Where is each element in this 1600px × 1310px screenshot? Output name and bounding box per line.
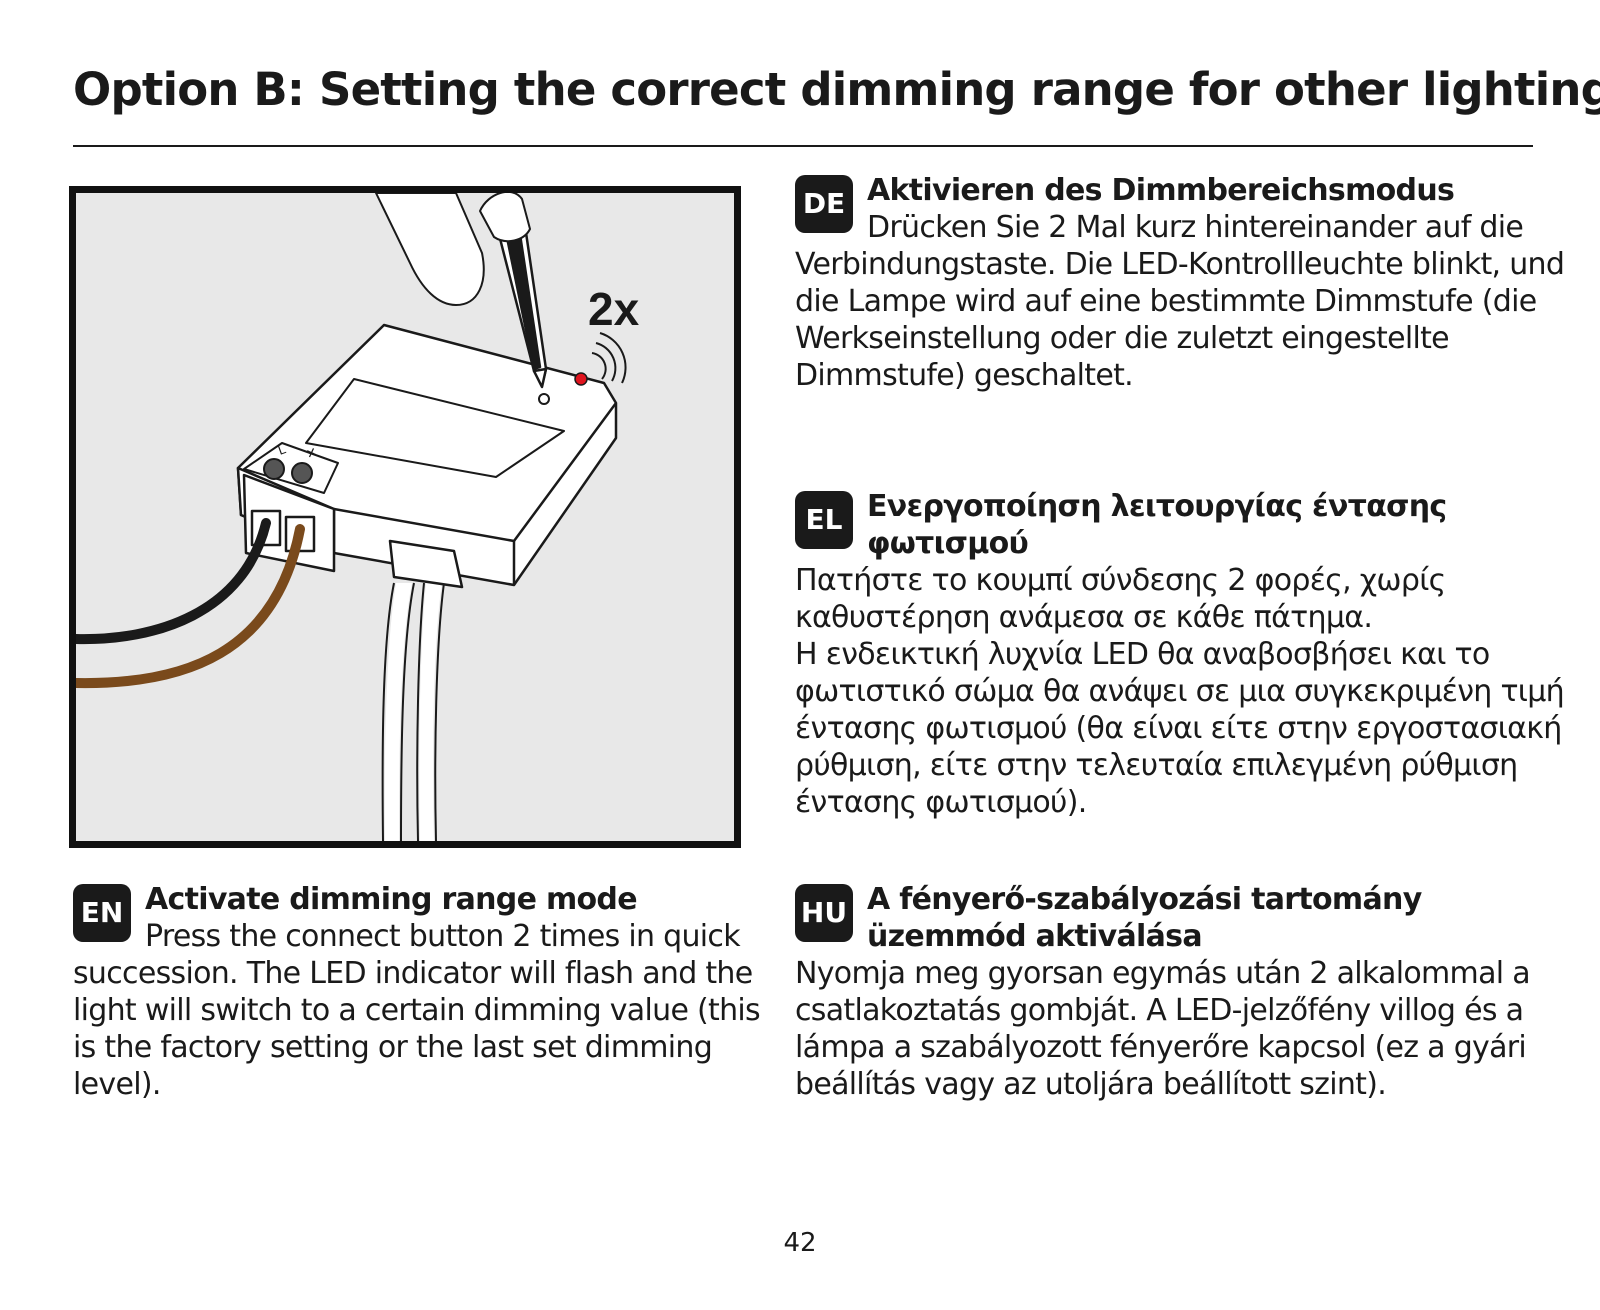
device-illustration: L ✕ 2x [69,186,741,848]
section-heading-en: Activate dimming range mode [145,882,638,917]
language-badge-el: EL [795,491,853,549]
section-en: EN Activate dimming range mode Press the… [73,881,773,1103]
terminal-label-l: L [276,441,288,458]
section-body-hu: Nyomja meg gyorsan egymás után 2 alkalom… [795,956,1531,1102]
section-heading-el: Ενεργοποίηση λειτουργίας έντασης φωτισμο… [867,489,1447,561]
brown-wire [76,524,305,689]
terminal-screws [263,458,313,484]
section-body-el-1: Πατήστε το κουμπί σύνδεσης 2 φορές, χωρί… [795,563,1446,635]
page-title: Option B: Setting the correct dimming ra… [73,63,1600,116]
dimmer-module [236,323,618,589]
signal-waves [591,332,627,384]
section-de: DE Aktivieren des Dimmbereichsmodus Drüc… [795,172,1565,394]
output-cables [381,582,445,841]
section-el: EL Ενεργοποίηση λειτουργίας έντασης φωτι… [795,488,1565,821]
cable-fill-2 [419,583,442,841]
section-body-en: Press the connect button 2 times in quic… [73,919,761,1102]
language-badge-hu: HU [795,884,853,942]
section-body-el-2: Η ενδεικτική λυχνία LED θα αναβοσβήσει κ… [795,637,1565,820]
section-body-de: Drücken Sie 2 Mal kurz hintereinander au… [795,210,1565,393]
page-number: 42 [783,1228,817,1258]
cable-fill-1 [384,583,412,841]
language-badge-de: DE [795,175,853,233]
section-hu: HU A fényerő-szabályozási tartomány üzem… [795,881,1565,1103]
terminal-label-x: ✕ [304,444,319,462]
title-divider [73,145,1533,147]
section-heading-de: Aktivieren des Dimmbereichsmodus [867,173,1455,208]
hand [375,193,531,306]
connect-button [538,393,550,405]
black-wire [76,518,271,645]
language-badge-en: EN [73,884,131,942]
section-heading-hu: A fényerő-szabályozási tartomány üzemmód… [867,882,1422,954]
press-count-label: 2x [588,283,640,335]
led-indicator [574,372,588,386]
